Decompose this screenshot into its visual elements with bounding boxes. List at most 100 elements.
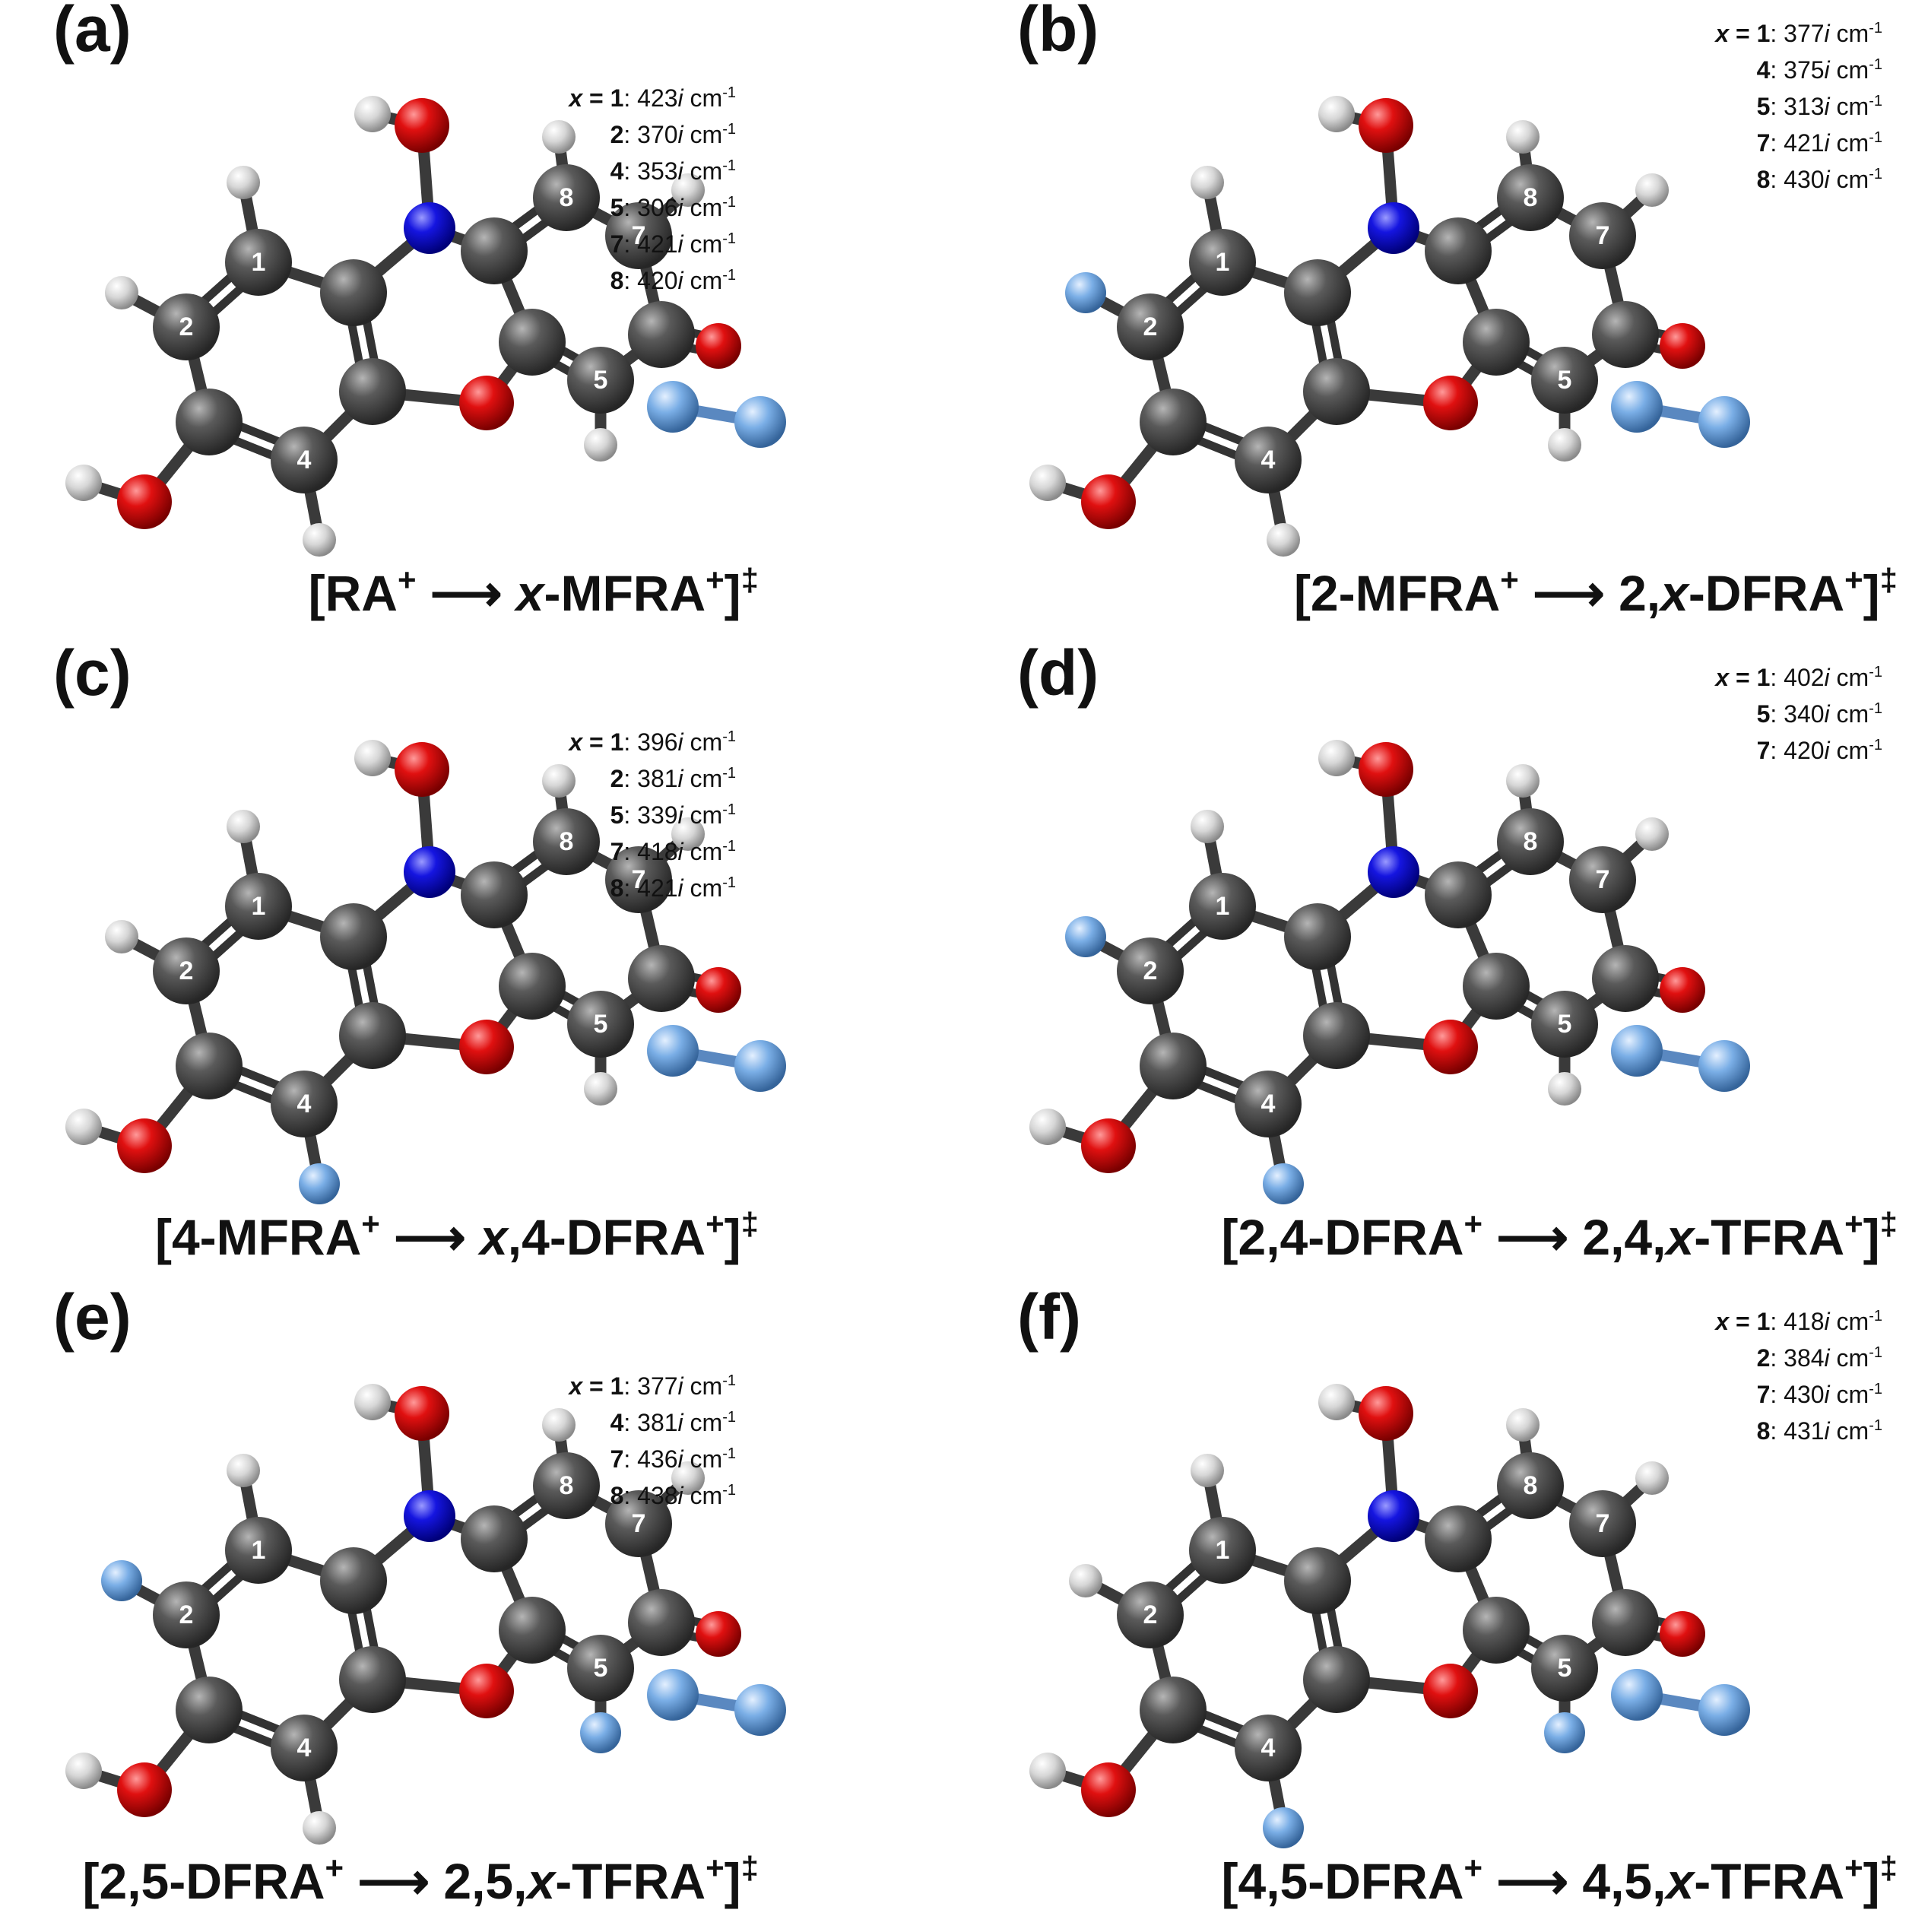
atom-number-label: 4 xyxy=(1261,1090,1276,1118)
site-number: 4 xyxy=(610,157,624,185)
carbon-atom xyxy=(1569,846,1636,913)
atom-number-label: 1 xyxy=(1216,1536,1230,1565)
hydrogen-atom xyxy=(1191,166,1224,199)
charge-superscript: + xyxy=(397,562,417,598)
atom-number-label: 7 xyxy=(632,865,646,894)
fluorine-atom xyxy=(1611,1669,1663,1721)
frequency-value: 420 xyxy=(1784,737,1825,764)
atom-number-label: 8 xyxy=(560,183,574,212)
product-variable: x xyxy=(1666,1209,1695,1265)
imaginary-unit: i xyxy=(677,157,683,185)
carbon-atom xyxy=(1117,293,1184,360)
carbon-atom xyxy=(1569,202,1636,269)
unit-exponent: -1 xyxy=(1869,1344,1882,1361)
atom-number-label: 1 xyxy=(252,1536,266,1565)
hydrogen-atom xyxy=(1318,96,1355,132)
x-equals-label: x = xyxy=(1715,664,1757,691)
carbon-atom xyxy=(225,1517,292,1584)
carbon-atom xyxy=(567,991,634,1058)
carbon-atom xyxy=(605,1490,672,1557)
unit-label: cm xyxy=(690,1445,723,1473)
unit-label: cm xyxy=(690,765,723,792)
carbon-atom xyxy=(567,347,634,414)
atom-number-label: 5 xyxy=(1558,1010,1572,1039)
reaction-arrow: ⟶ xyxy=(1482,1853,1583,1909)
frequency-row: x = 1: 377i cm-1 xyxy=(569,1372,736,1400)
hydrogen-atom xyxy=(1029,465,1066,501)
hydrogen-atom xyxy=(671,1461,705,1495)
reactant-name: 4-MFRA xyxy=(171,1209,362,1265)
unit-label: cm xyxy=(690,874,723,902)
frequency-value: 418 xyxy=(637,838,678,865)
unit-exponent: -1 xyxy=(722,1482,736,1499)
carbon-atom xyxy=(1235,427,1302,493)
hydrogen-atom xyxy=(354,740,391,776)
carbon-atom xyxy=(1235,1715,1302,1781)
unit-exponent: -1 xyxy=(722,267,736,284)
frequency-value: 430 xyxy=(1784,1381,1825,1408)
carbon-atom xyxy=(1569,1490,1636,1557)
atom-number-label: 2 xyxy=(179,1600,194,1629)
site-number: 7 xyxy=(610,838,624,865)
oxygen-atom xyxy=(1660,1611,1705,1657)
unit-label: cm xyxy=(1836,56,1869,84)
hydrogen-atom xyxy=(1318,740,1355,776)
atom-number-label: 4 xyxy=(297,1734,312,1762)
imaginary-unit: i xyxy=(1824,1381,1830,1408)
panel-label: (d) xyxy=(1017,637,1099,709)
frequency-row: x = 1: 402i cm-1 xyxy=(1715,664,1882,691)
frequency-value: 353 xyxy=(637,157,678,185)
product-name: -TFRA xyxy=(555,1853,706,1909)
oxygen-atom xyxy=(1423,1664,1478,1718)
unit-exponent: -1 xyxy=(1869,1381,1882,1397)
imaginary-unit: i xyxy=(677,194,683,221)
atom-number-label: 7 xyxy=(1596,1509,1610,1538)
unit-exponent: -1 xyxy=(722,121,736,138)
hydrogen-atom xyxy=(1029,1109,1066,1145)
frequency-value: 396 xyxy=(637,728,678,756)
bracket: ] xyxy=(724,565,741,621)
site-number: 5 xyxy=(610,801,624,829)
unit-label: cm xyxy=(690,230,723,258)
carbon-atom xyxy=(1463,309,1530,376)
fluorine-atom xyxy=(1544,1712,1585,1753)
reaction-arrow: ⟶ xyxy=(379,1209,480,1265)
frequency-value: 431 xyxy=(1784,1417,1825,1445)
charge-superscript: + xyxy=(1844,562,1863,598)
oxygen-atom xyxy=(1423,1020,1478,1074)
carbon-atom xyxy=(628,301,695,368)
hydrogen-atom xyxy=(65,1753,102,1789)
carbon-atom xyxy=(1592,301,1659,368)
x-equals-label: x = xyxy=(569,1372,610,1400)
fluorine-atom xyxy=(1065,272,1106,313)
oxygen-atom xyxy=(1359,98,1413,153)
bracket: [ xyxy=(1221,1209,1238,1265)
carbon-atom xyxy=(1463,953,1530,1020)
oxygen-atom xyxy=(1660,323,1705,369)
carbon-atom xyxy=(1592,1589,1659,1656)
carbon-atom xyxy=(1189,229,1256,296)
charge-superscript: + xyxy=(1844,1850,1863,1886)
carbon-atom xyxy=(1117,1581,1184,1648)
bracket: ] xyxy=(1863,565,1880,621)
imaginary-unit: i xyxy=(1824,93,1830,120)
fluorine-atom xyxy=(1698,1684,1750,1736)
hydrogen-atom xyxy=(1548,1072,1581,1106)
unit-label: cm xyxy=(1836,700,1869,728)
bracket: [ xyxy=(154,1209,172,1265)
hydrogen-atom xyxy=(584,1072,617,1106)
product-name: -TFRA xyxy=(1694,1853,1845,1909)
frequency-row: 7: 421i cm-1 xyxy=(1756,129,1882,157)
charge-superscript: + xyxy=(706,1206,725,1242)
unit-label: cm xyxy=(1836,1308,1869,1335)
frequency-value: 423 xyxy=(637,84,678,112)
unit-label: cm xyxy=(1836,129,1869,157)
frequency-row: 8: 431i cm-1 xyxy=(1756,1417,1882,1445)
frequency-value: 436 xyxy=(637,1445,678,1473)
unit-exponent: -1 xyxy=(1869,700,1882,717)
